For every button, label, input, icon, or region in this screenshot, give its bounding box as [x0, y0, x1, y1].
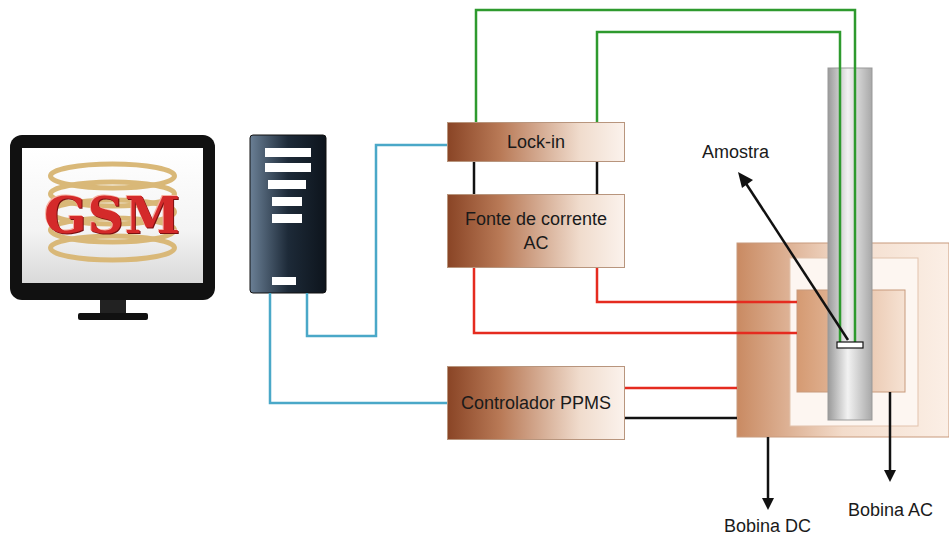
dc-current-cable [625, 417, 737, 420]
instrument-box: Fonte de corrente AC [447, 194, 625, 268]
part-label: Amostra [700, 142, 771, 163]
ac-current-cable [597, 268, 797, 302]
node-text: Controlador PPMS [461, 391, 611, 415]
part-label: Bobina DC [722, 516, 813, 537]
monitor-frame [10, 135, 215, 300]
monitor-foot [78, 313, 148, 320]
usb-cable [270, 293, 447, 403]
node-text: Lock-in [507, 130, 565, 154]
signal-cable [476, 10, 855, 345]
sample-rod [828, 68, 872, 420]
signal-cable [597, 32, 840, 345]
monitor-screen: GSM [22, 148, 203, 283]
usb-cable [307, 145, 447, 336]
reference-cable [596, 162, 599, 194]
dc-current-cable [625, 387, 737, 390]
ac-current-cable [474, 268, 797, 333]
node-text: GSM [44, 186, 181, 245]
reference-cable [473, 162, 476, 194]
node-text: Fonte de corrente AC [458, 207, 614, 256]
drive-bays [265, 148, 311, 285]
instrument-box: Controlador PPMS [447, 366, 625, 440]
part-label: Bobina AC [846, 500, 935, 521]
sample [837, 342, 863, 348]
computer-tower [250, 135, 326, 293]
leader-arrows [738, 172, 896, 510]
instrument-box: Lock-in [447, 122, 625, 162]
monitor-neck [100, 300, 126, 314]
